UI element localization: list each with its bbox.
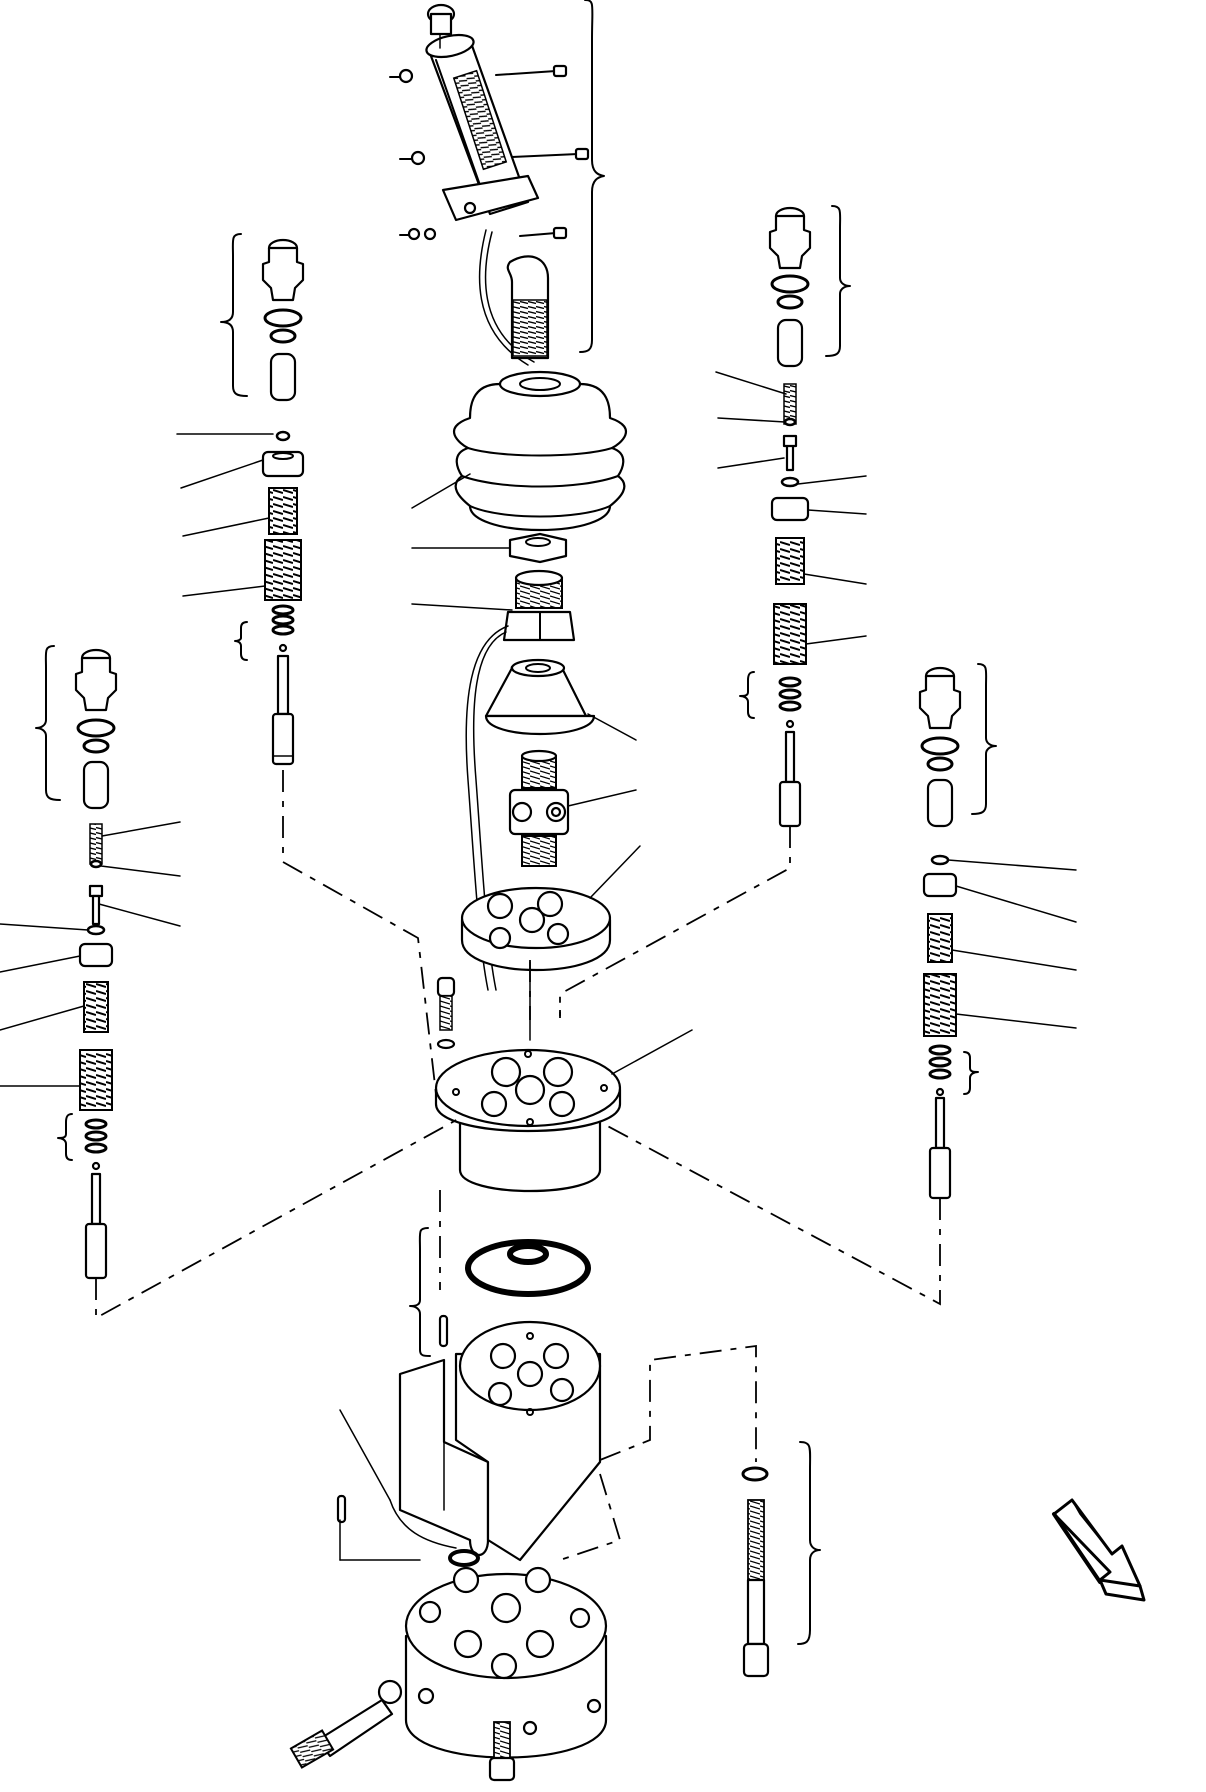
valve-body	[398, 1320, 602, 1562]
cone-cap	[484, 658, 596, 735]
large-o-ring	[465, 1239, 591, 1297]
assembly-dashed-lines	[95, 770, 941, 1561]
side-plug	[289, 1679, 403, 1769]
valve-stack-upper-right	[715, 205, 867, 828]
handle-assembly	[389, 0, 605, 366]
valve-stack-parts	[261, 238, 305, 766]
flanged-housing	[434, 1048, 622, 1193]
valve-stack-lower-left	[0, 645, 181, 1280]
long-bolt	[741, 1441, 821, 1678]
hollow-arrow-icon	[1052, 1498, 1146, 1602]
handle-screws	[495, 64, 590, 240]
cross-joint	[508, 749, 570, 867]
bottom-screw	[488, 1721, 516, 1782]
guide-plate	[460, 886, 612, 972]
valve-stack-upper-left	[176, 233, 305, 766]
handle-nuts	[389, 68, 437, 241]
base-block	[404, 1566, 608, 1759]
lock-nut	[508, 532, 568, 564]
mounting-screw	[436, 976, 456, 1050]
rubber-boot	[453, 370, 627, 532]
valve-stack-lower-right	[918, 663, 1077, 1200]
leader-lines	[339, 473, 693, 1561]
